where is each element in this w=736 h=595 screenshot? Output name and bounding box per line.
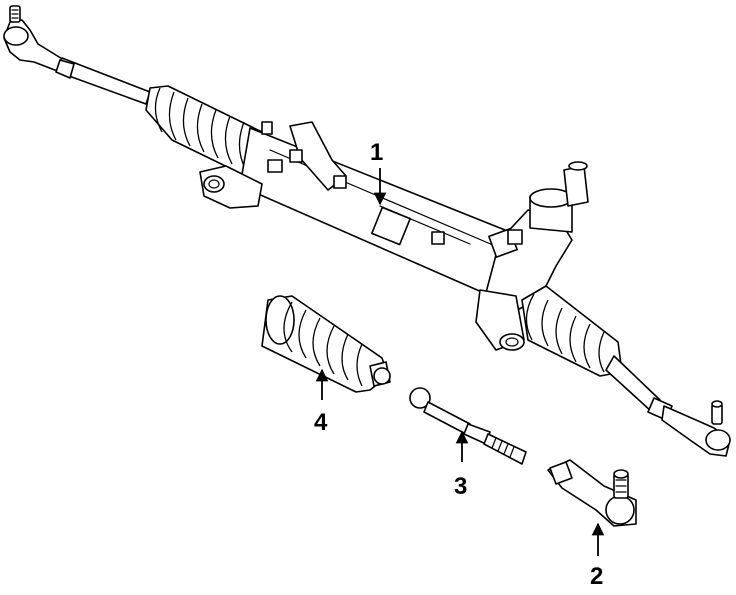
- callout-1-label: 1: [370, 139, 383, 166]
- outer-tie-rod-end: 2: [547, 459, 637, 590]
- right-bellows-boot: [521, 285, 623, 377]
- callout-3-label: 3: [454, 473, 467, 500]
- steering-rack-assembly: 1: [3, 5, 731, 457]
- left-mount-bracket: [199, 121, 347, 209]
- right-tie-rod-end: [661, 400, 731, 457]
- inner-tie-rod: 3: [409, 387, 527, 500]
- left-tie-rod-end: [3, 5, 65, 73]
- pinion-valve-housing: [475, 161, 589, 351]
- callout-2-label: 2: [590, 563, 603, 590]
- callout-4-label: 4: [314, 409, 328, 436]
- bellows-boot-kit: 4: [261, 295, 391, 436]
